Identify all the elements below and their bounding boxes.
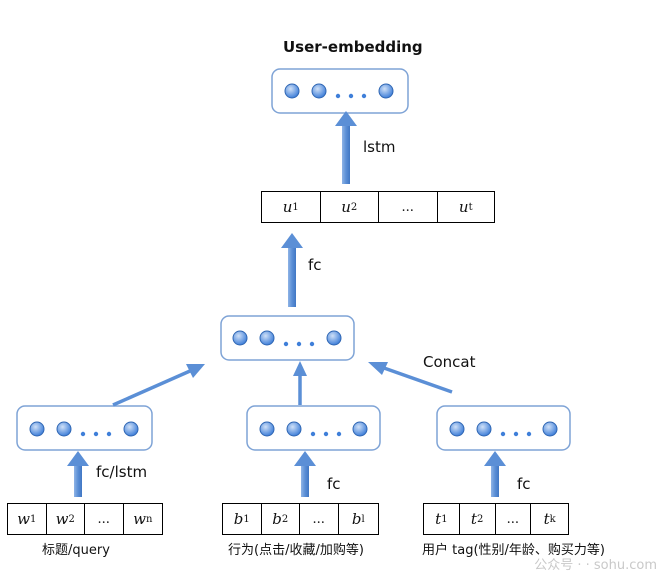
node <box>284 83 300 99</box>
vector-cell-ellipsis: ... <box>379 192 438 222</box>
watermark: 公众号 · · sohu.com <box>534 558 657 573</box>
node-dot <box>309 341 315 347</box>
diagram-title: User-embedding <box>283 38 423 56</box>
node <box>259 330 275 346</box>
node <box>232 330 248 346</box>
node <box>286 421 302 437</box>
node-dot <box>336 431 342 437</box>
arrow-fc-right <box>484 451 506 497</box>
node <box>29 421 45 437</box>
node-dot <box>500 431 506 437</box>
node-dot <box>93 431 99 437</box>
fc-lstm-label: fc/lstm <box>96 463 148 481</box>
node-dot <box>335 93 341 99</box>
user-tag-hidden-layer <box>436 405 571 451</box>
arrow-concat-mid <box>293 361 307 405</box>
node <box>542 421 558 437</box>
lstm-label: lstm <box>363 138 396 156</box>
arrow-fc-lstm-left <box>67 451 89 497</box>
node-dot <box>348 93 354 99</box>
arrow-concat-right <box>368 362 453 394</box>
node <box>56 421 72 437</box>
fc-top-label: fc <box>308 256 322 274</box>
input-caption-behavior: 行为(点击/收藏/加购等) <box>228 543 364 558</box>
node-dot <box>296 341 302 347</box>
node-dot <box>361 93 367 99</box>
arrow-concat-left <box>112 364 205 407</box>
node <box>378 83 394 99</box>
node-dot <box>513 431 519 437</box>
fc-right-label: fc <box>517 475 531 493</box>
arrow-lstm <box>335 111 357 184</box>
node <box>352 421 368 437</box>
node <box>449 421 465 437</box>
node <box>326 330 342 346</box>
node-dot <box>283 341 289 347</box>
input-caption-user-tag: 用户 tag(性别/年龄、购买力等) <box>422 543 605 558</box>
input-caption-title-query: 标题/query <box>42 543 110 558</box>
arrow-fc-top <box>281 233 303 307</box>
node-dot <box>106 431 112 437</box>
vector-cell-ellipsis: ... <box>496 504 532 534</box>
node <box>311 83 327 99</box>
fused-layer <box>220 315 355 361</box>
concat-label: Concat <box>423 353 476 371</box>
node-dot <box>323 431 329 437</box>
node <box>476 421 492 437</box>
user-embedding-layer <box>271 68 409 114</box>
vector-cell-ellipsis: ... <box>85 504 124 534</box>
node <box>123 421 139 437</box>
arrow-fc-mid <box>294 451 316 497</box>
vector-cell-ellipsis: ... <box>300 504 339 534</box>
node-dot <box>80 431 86 437</box>
title-query-hidden-layer <box>16 405 153 451</box>
fc-mid-label: fc <box>327 475 341 493</box>
node-dot <box>526 431 532 437</box>
behavior-hidden-layer <box>246 405 381 451</box>
node-dot <box>310 431 316 437</box>
node <box>259 421 275 437</box>
